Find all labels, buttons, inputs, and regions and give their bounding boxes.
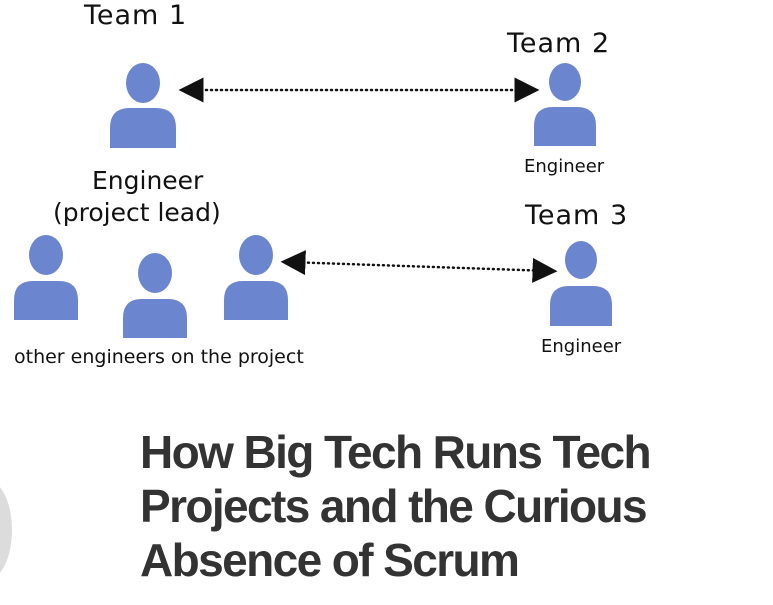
other-engineer-2-person-icon [121,252,189,338]
article-title-line2: Projects and the Curious [140,480,648,532]
team2-engineer-label: Engineer [524,156,605,177]
project-lead-label-line1: Engineer [92,166,204,195]
team3-engineer-label: Engineer [541,336,622,357]
team3-engineer-person-icon [548,240,614,326]
team2-label: Team 2 [507,28,611,59]
team2-engineer-person-icon [532,62,598,146]
diagram-connectors [178,77,558,283]
project-lead-label-line2: (project lead) [53,198,221,227]
team3-label: Team 3 [525,200,629,231]
avatar [0,480,12,580]
other-engineers-label: other engineers on the project [14,346,304,368]
team1-label: Team 1 [84,0,188,31]
article-title-line1: How Big Tech Runs Tech [140,426,652,478]
team1-team3-connector [280,250,558,283]
article-title-line3: Absence of Scrum [140,534,520,586]
project-lead-person-icon [108,62,178,148]
other-engineer-1-person-icon [12,234,80,320]
other-engineer-3-person-icon [222,234,290,320]
article-title[interactable]: How Big Tech Runs Tech Projects and the … [140,425,760,587]
